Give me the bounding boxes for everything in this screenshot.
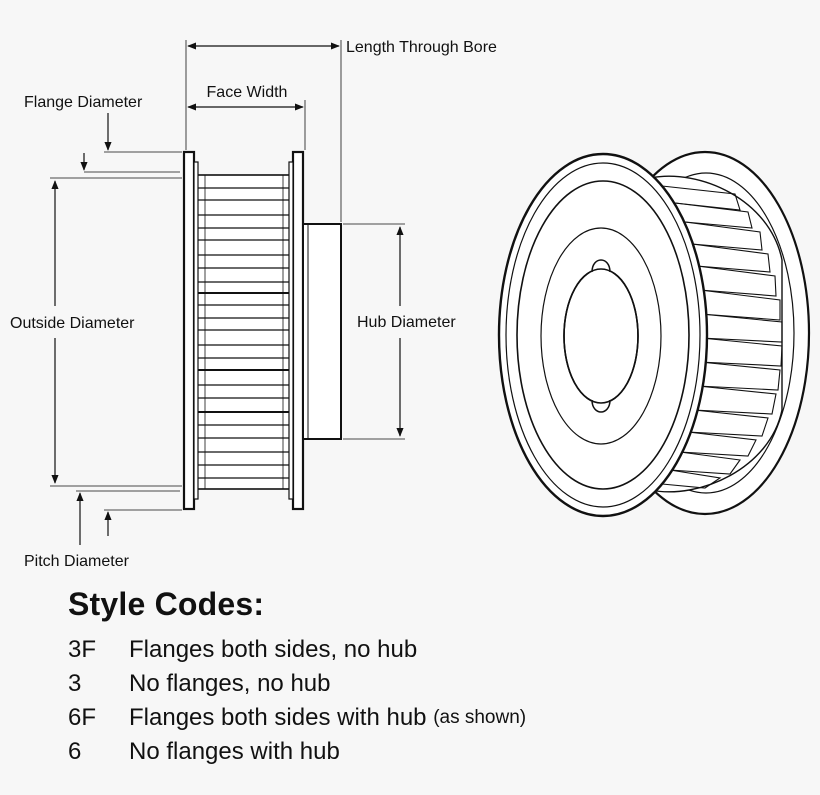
outside-diameter-label: Outside Diameter: [10, 315, 135, 332]
style-code-row: 3F Flanges both sides, no hub: [68, 633, 768, 667]
face-width-label: Face Width: [207, 84, 288, 101]
flange-diameter-label: Flange Diameter: [24, 94, 143, 111]
style-code-description: Flanges both sides, no hub: [129, 636, 418, 663]
style-codes-title: Style Codes:: [68, 586, 265, 622]
pitch-diameter-label: Pitch Diameter: [24, 553, 130, 570]
style-code-description: No flanges with hub: [129, 738, 340, 765]
dimension-lines: [50, 40, 405, 545]
style-code-description: No flanges, no hub: [129, 670, 331, 697]
left-flange: [182, 150, 196, 511]
hub-diameter-label: Hub Diameter: [357, 314, 456, 331]
style-codes-section: Style Codes: 3F Flanges both sides, no h…: [68, 586, 768, 769]
right-flange: [291, 150, 305, 511]
style-code-description: Flanges both sides with hub: [129, 704, 427, 731]
style-code-row: 6F Flanges both sides with hub (as shown…: [68, 701, 768, 735]
style-code: 3F: [68, 636, 97, 663]
hub: [302, 223, 342, 440]
style-code: 3: [68, 670, 82, 697]
style-code: 6: [68, 738, 82, 765]
style-code: 6F: [68, 704, 97, 731]
length-through-bore-label: Length Through Bore: [346, 39, 497, 56]
pulley-diagram: Length Through Bore Face Width Flange Di…: [10, 39, 811, 570]
style-code-note: (as shown): [433, 707, 527, 728]
style-code-row: 6 No flanges with hub: [68, 735, 768, 769]
style-code-row: 3 No flanges, no hub: [68, 667, 768, 701]
pulley-3d-view: [497, 150, 811, 518]
pulley-side-view: [182, 150, 342, 511]
pulley-teeth: [197, 175, 291, 489]
pulley-3d-teeth: [661, 185, 783, 489]
